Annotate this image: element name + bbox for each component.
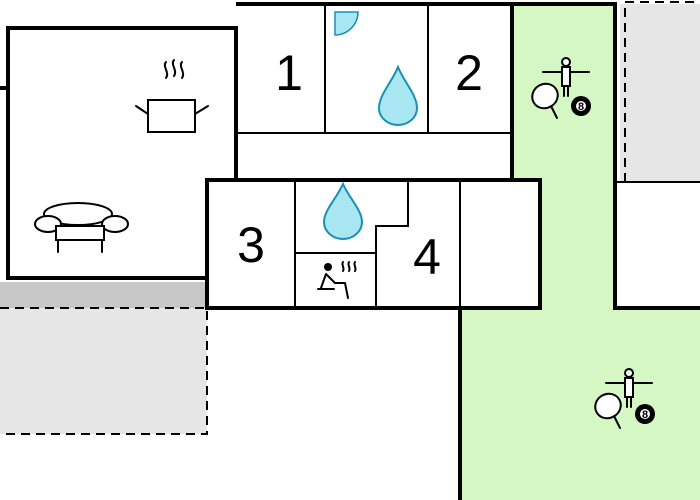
game-room-icon-2: 8	[594, 368, 655, 429]
bath-2-wall	[295, 180, 409, 254]
terrace-left	[0, 308, 207, 434]
game-room-icon: 8	[531, 57, 591, 119]
room-number-3: 3	[237, 217, 265, 273]
sofa-icon	[34, 202, 129, 253]
cooking-pot-icon	[135, 59, 209, 133]
terrace-right	[620, 4, 700, 182]
living-room-wall	[6, 26, 238, 280]
room-number-4: 4	[413, 229, 441, 285]
billiard-ball-label-2: 8	[642, 409, 648, 421]
terrace-areas	[0, 1, 700, 435]
terrace-left-outline	[0, 307, 208, 435]
billiard-ball-label: 8	[578, 101, 584, 113]
room-labels: 1 2 3 4	[237, 45, 483, 285]
door-swing-icon	[334, 11, 359, 36]
terrace-right-outline	[624, 1, 700, 182]
room-number-1: 1	[275, 45, 303, 101]
game-room	[460, 4, 700, 500]
water-drop-icon-2	[322, 181, 364, 240]
game-room-wall	[512, 2, 700, 310]
room-number-2: 2	[455, 45, 483, 101]
water-drop-icon	[377, 64, 419, 126]
terrace-strip	[0, 282, 207, 308]
sauna-icon	[317, 261, 357, 299]
lower-block-wall	[205, 178, 542, 310]
